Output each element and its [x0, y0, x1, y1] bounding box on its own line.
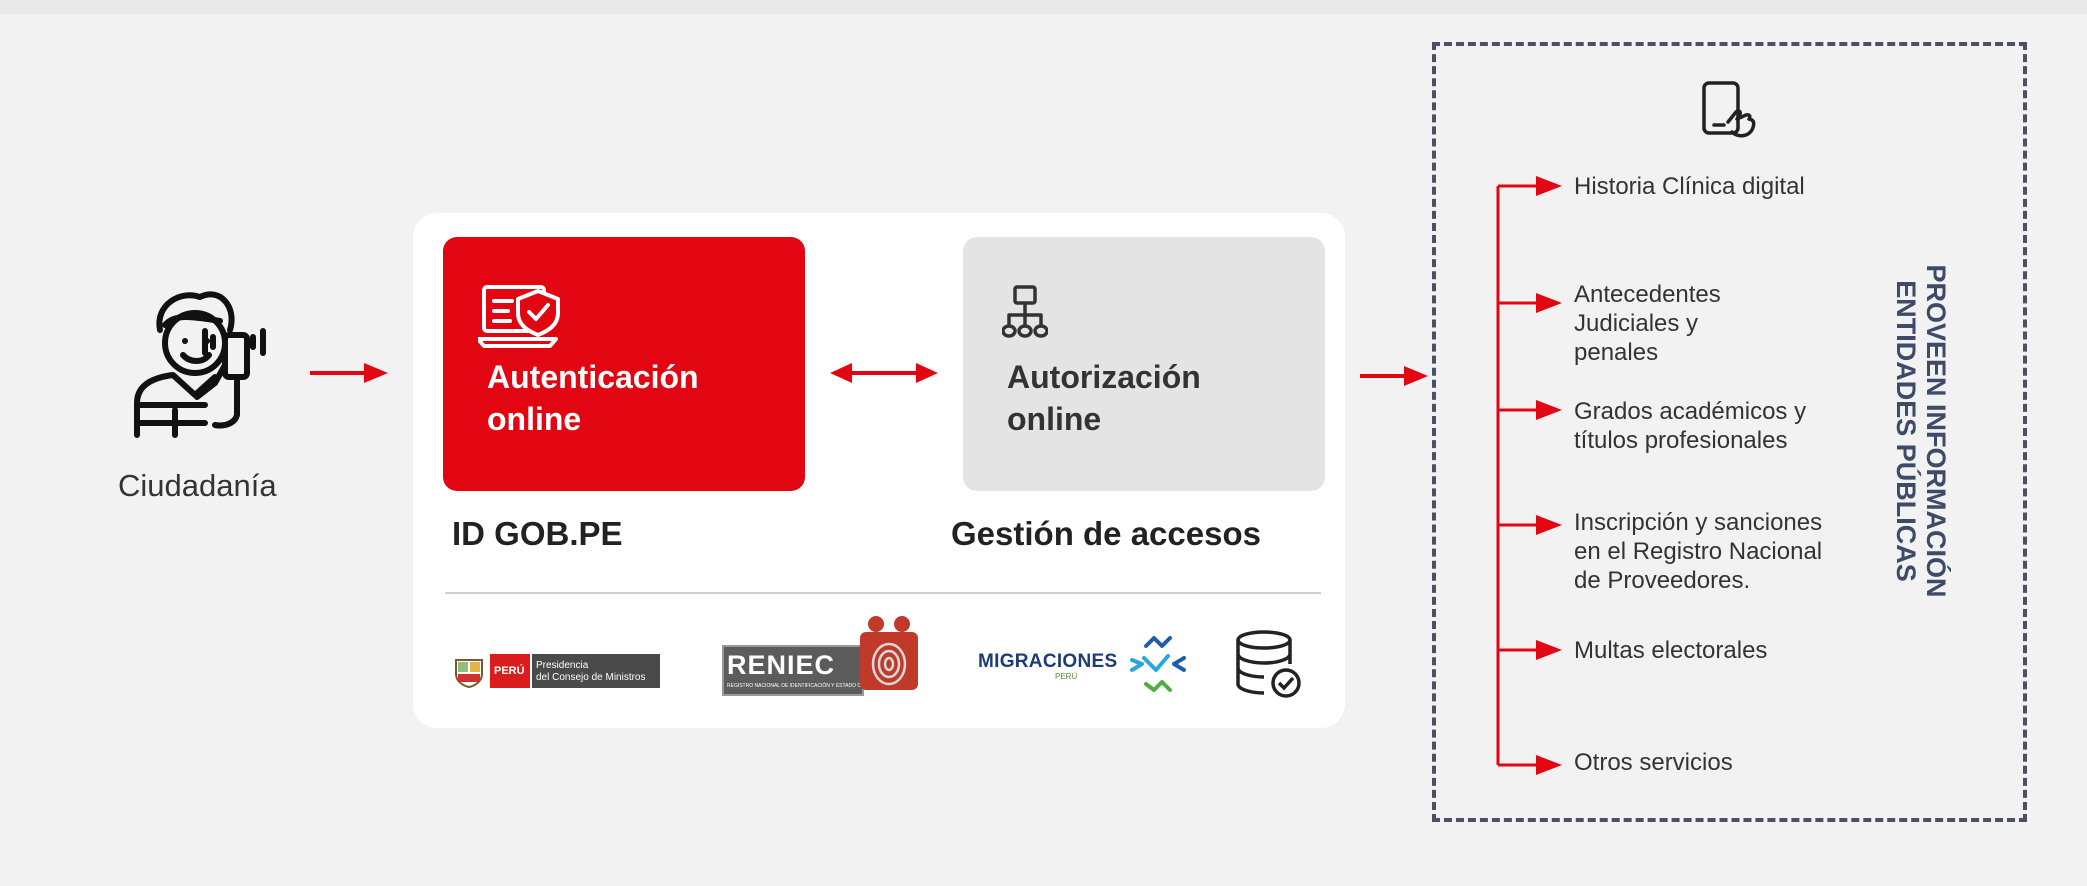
service-line: Historia Clínica digital [1574, 173, 1805, 200]
public-entities-panel [1432, 42, 2027, 822]
authentication-title-line2: online [487, 401, 582, 437]
authorization-caption: Gestión de accesos [951, 515, 1261, 552]
tablet-touch-icon [1702, 81, 1756, 138]
service-grados-academicos: Grados académicos y títulos profesionale… [1574, 397, 1806, 455]
authorization-title-line2: online [1007, 401, 1102, 437]
reniec-logo-subtitle: REGISTRO NACIONAL DE IDENTIFICACIÓN Y ES… [727, 683, 870, 689]
entities-title-line1: PROVEEN INFORMACIÓN [1921, 264, 1951, 598]
service-line: Judiciales y [1574, 310, 1699, 337]
migraciones-emblem-icon [1130, 636, 1186, 692]
service-historia-clinica: Historia Clínica digital [1574, 172, 1805, 201]
arrow-icon [1536, 640, 1562, 660]
citizen-phone-icon [134, 291, 266, 438]
pcm-name-line1: Presidencia [536, 660, 589, 671]
service-otros: Otros servicios [1574, 748, 1733, 777]
service-line: en el Registro Nacional [1574, 538, 1823, 565]
arrow-icon [1536, 755, 1562, 775]
pcm-country-text: PERÚ [494, 665, 525, 677]
double-arrow-icon [830, 363, 938, 383]
authorization-box [963, 237, 1325, 491]
service-line: Otros servicios [1574, 749, 1733, 776]
authorization-title: Autorización online [1007, 356, 1307, 440]
peru-coat-of-arms-icon [455, 659, 483, 688]
service-line: Inscripción y sanciones [1574, 509, 1823, 536]
entities-title-line2: ENTIDADES PÚBLICAS [1891, 280, 1921, 582]
pcm-logo: PERÚ Presidencia del Consejo de Ministro… [452, 650, 662, 692]
service-registro-proveedores: Inscripción y sanciones en el Registro N… [1574, 508, 1822, 595]
migraciones-logo-text: MIGRACIONES [978, 651, 1118, 672]
service-line: de Proveedores. [1574, 567, 1751, 594]
services-connector [1496, 176, 1562, 775]
authentication-box [443, 237, 805, 491]
arrow-right-icon [310, 363, 388, 383]
arrow-icon [1536, 176, 1562, 196]
reniec-logo-box [722, 645, 864, 696]
arrow-icon [1536, 400, 1562, 420]
service-antecedentes: Antecedentes Judiciales y penales [1574, 280, 1721, 367]
service-line: Antecedentes [1574, 281, 1721, 308]
arrow-icon [1536, 515, 1562, 535]
entities-vertical-title: PROVEEN INFORMACIÓN ENTIDADES PÚBLICAS [1891, 264, 1951, 597]
service-line: Grados académicos y [1574, 398, 1807, 425]
top-border [0, 0, 2087, 14]
service-line: Multas electorales [1574, 637, 1768, 664]
database-check-icon [1236, 630, 1301, 698]
arrow-icon [1536, 293, 1562, 313]
arrow-right-icon [1360, 366, 1428, 386]
authentication-title: Autenticación online [487, 356, 787, 440]
service-multas-electorales: Multas electorales [1574, 636, 1767, 665]
migraciones-logo-subtitle: PERÚ [1055, 672, 1078, 681]
laptop-shield-icon [478, 285, 560, 348]
service-line: penales [1574, 339, 1659, 366]
reniec-logo-text: RENIEC [727, 650, 836, 680]
authentication-title-line1: Autenticación [487, 359, 699, 395]
card-divider [445, 592, 1321, 594]
network-hierarchy-icon [1002, 285, 1048, 338]
pcm-name-line2: del Consejo de Ministros [536, 672, 646, 683]
citizen-label: Ciudadanía [118, 468, 277, 503]
authorization-title-line1: Autorización [1007, 359, 1201, 395]
authentication-caption: ID GOB.PE [452, 515, 623, 552]
service-line: títulos profesionales [1574, 427, 1788, 454]
reniec-fingerprint-icon [860, 616, 918, 690]
